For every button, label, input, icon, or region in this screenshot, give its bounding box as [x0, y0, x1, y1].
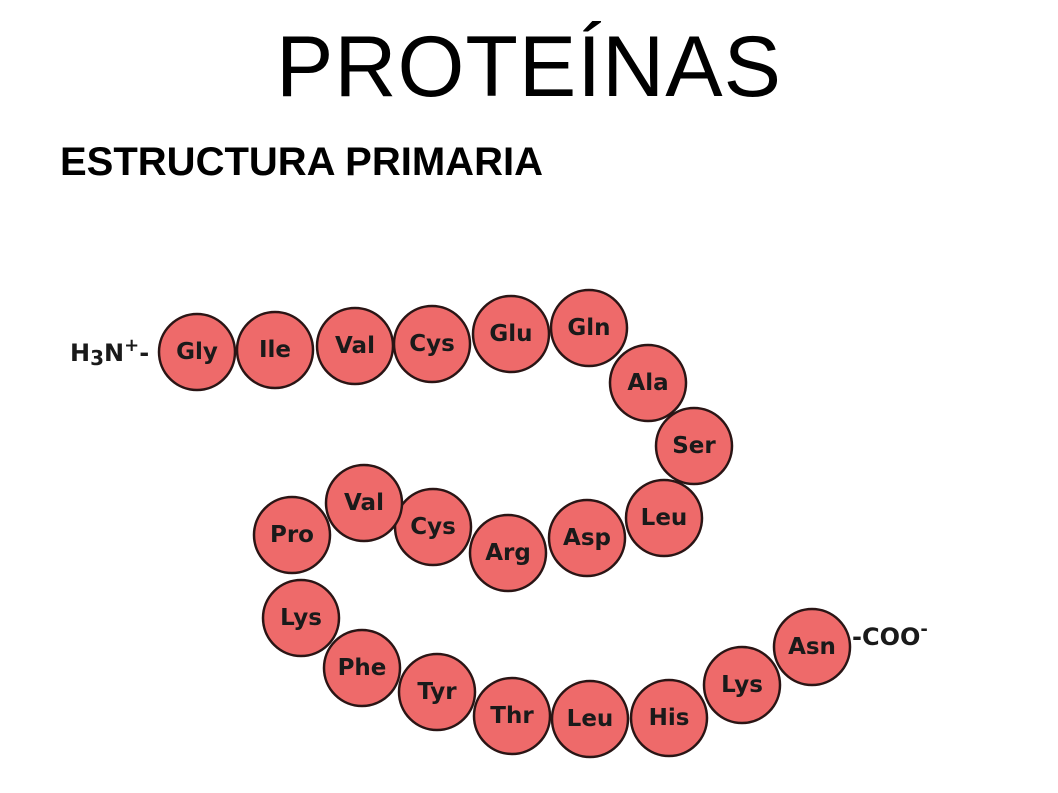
residue-ala-7: Ala: [608, 343, 688, 423]
residue-bead: [624, 478, 704, 558]
residue-bead: [549, 288, 629, 368]
residue-val-3: Val: [315, 306, 395, 386]
residue-label: Arg: [485, 540, 531, 566]
residue-label: Gly: [176, 339, 218, 365]
residue-label: Val: [335, 333, 375, 359]
residue-bead: [629, 678, 709, 758]
residue-tyr-17: Tyr: [397, 652, 477, 732]
residue-label: Gln: [567, 315, 610, 341]
residue-gly-1: Gly: [157, 312, 237, 392]
residue-leu-9: Leu: [624, 478, 704, 558]
c-terminus-label: -COO-: [852, 619, 928, 651]
residue-bead: [235, 310, 315, 390]
residue-leu-19: Leu: [550, 679, 630, 759]
residue-label: Tyr: [417, 679, 457, 705]
residue-label: Cys: [410, 514, 456, 540]
residue-label: Leu: [567, 706, 614, 732]
n-terminus-label: H3N+-: [70, 335, 149, 370]
residue-lys-15: Lys: [261, 578, 341, 658]
residue-ile-2: Ile: [235, 310, 315, 390]
residue-bead: [550, 679, 630, 759]
residue-bead: [468, 513, 548, 593]
residue-asp-10: Asp: [547, 498, 627, 578]
residue-lys-21: Lys: [702, 645, 782, 725]
residue-label: Asn: [788, 634, 836, 660]
residue-label: Lys: [721, 672, 763, 698]
residue-label: Phe: [338, 655, 387, 681]
residue-bead: [397, 652, 477, 732]
residue-bead: [324, 463, 404, 543]
residue-bead: [252, 495, 332, 575]
section-subtitle: ESTRUCTURA PRIMARIA: [60, 140, 543, 184]
residue-bead: [261, 578, 341, 658]
residue-pro-14: Pro: [252, 495, 332, 575]
residue-cys-12: Cys: [393, 487, 473, 567]
residue-label: Pro: [270, 522, 314, 548]
residue-glu-5: Glu: [471, 294, 551, 374]
residue-label: Lys: [280, 605, 322, 631]
residue-label: Ile: [259, 337, 291, 363]
residue-label: Cys: [409, 331, 455, 357]
residue-ser-8: Ser: [654, 406, 734, 486]
residue-asn-22: Asn: [772, 607, 852, 687]
residue-bead: [392, 304, 472, 384]
residue-bead: [608, 343, 688, 423]
residue-bead: [702, 645, 782, 725]
residue-label: Glu: [489, 321, 532, 347]
residue-thr-18: Thr: [472, 676, 552, 756]
residue-val-13: Val: [324, 463, 404, 543]
residue-cys-4: Cys: [392, 304, 472, 384]
residue-bead: [547, 498, 627, 578]
residue-label: Val: [344, 490, 384, 516]
residue-his-20: His: [629, 678, 709, 758]
residue-arg-11: Arg: [468, 513, 548, 593]
residue-label: Ala: [627, 370, 668, 396]
residue-bead: [157, 312, 237, 392]
residue-phe-16: Phe: [322, 628, 402, 708]
residue-bead: [654, 406, 734, 486]
residue-bead: [322, 628, 402, 708]
residue-label: Thr: [490, 703, 534, 729]
residue-label: Asp: [563, 525, 611, 551]
residue-label: Ser: [672, 433, 716, 459]
residue-bead: [471, 294, 551, 374]
residue-gln-6: Gln: [549, 288, 629, 368]
residue-label: Leu: [641, 505, 688, 531]
residue-label: His: [649, 705, 690, 731]
residue-bead: [472, 676, 552, 756]
page-title: PROTEÍNAS: [276, 19, 782, 115]
residue-bead: [772, 607, 852, 687]
